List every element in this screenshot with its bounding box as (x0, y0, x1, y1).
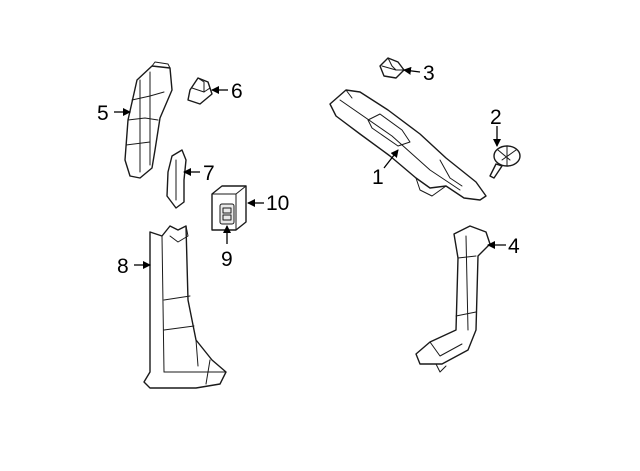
callout-labels: 1 2 3 4 5 6 7 8 9 10 (97, 62, 520, 278)
callout-leaders (114, 66, 506, 269)
part-6-clip (187, 77, 213, 105)
callout-1: 1 (372, 166, 384, 189)
callout-8: 8 (117, 255, 129, 278)
callout-9: 9 (221, 248, 233, 271)
callout-7: 7 (203, 162, 215, 185)
part-2-screw (489, 145, 521, 179)
part-9-switch (219, 203, 235, 225)
callout-10: 10 (266, 192, 289, 215)
part-1-a-pillar-trim (329, 89, 487, 201)
part-3-clip (379, 57, 405, 79)
leader-1 (383, 149, 399, 169)
callout-2: 2 (490, 106, 502, 129)
callout-6: 6 (231, 80, 243, 103)
part-5-upper-pillar-trim (124, 61, 173, 179)
part-4-lower-pillar-trim (415, 225, 491, 373)
callout-3: 3 (423, 62, 435, 85)
part-7-trim-strip (166, 149, 187, 209)
part-8-lower-pillar-trim (143, 225, 227, 389)
callout-4: 4 (508, 235, 520, 258)
callout-5: 5 (97, 102, 109, 125)
leader-3 (403, 66, 421, 75)
